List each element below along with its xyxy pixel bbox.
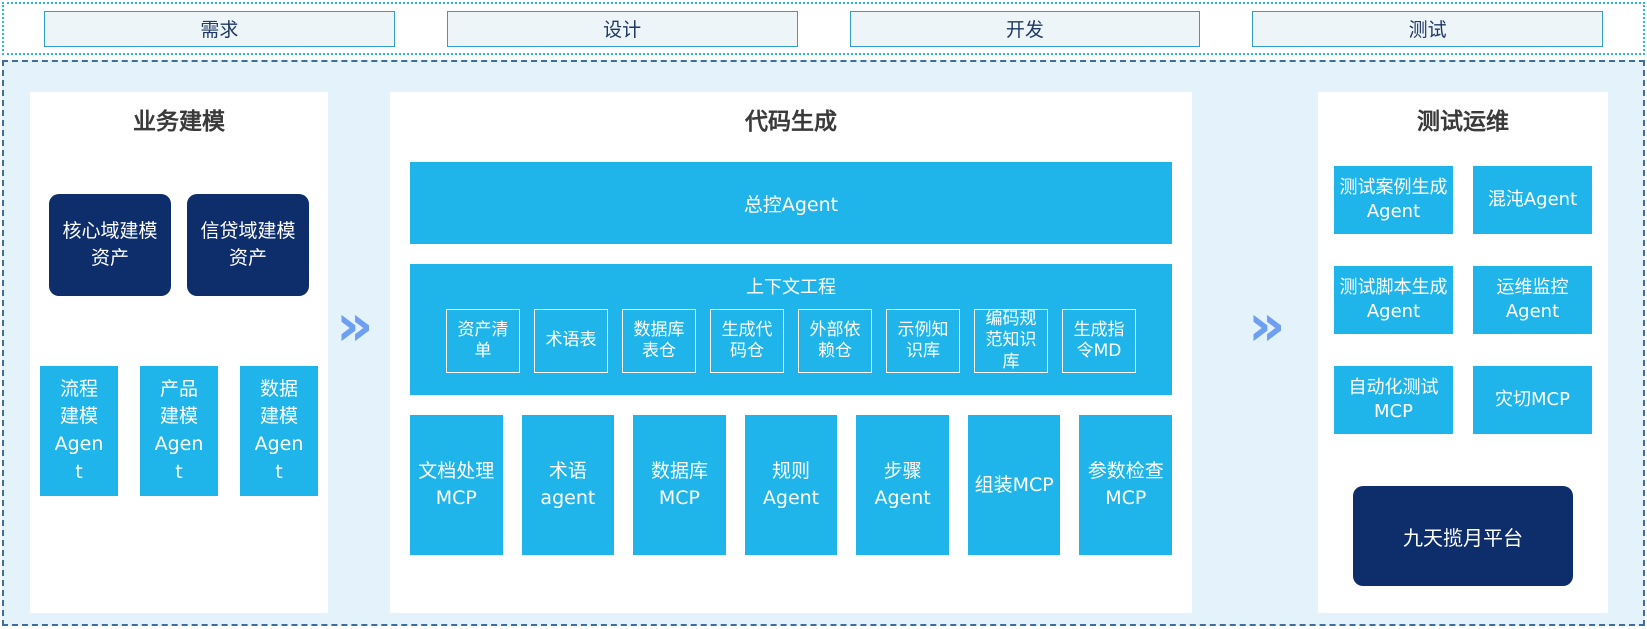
context-item-row: 资产清单 术语表 数据库表仓 生成代码仓 外部依赖仓 示例知识库 编码规范知识库… [410,299,1172,373]
context-item-example-knowledge-base: 示例知识库 [886,309,960,373]
box-data-modeling-agent: 数据建模Agent [240,366,318,496]
box-credit-domain-modeling-assets: 信贷域建模资产 [187,194,309,296]
context-item-glossary: 术语表 [534,309,608,373]
panel-title-test-ops: 测试运维 [1417,109,1509,135]
box-database-mcp: 数据库MCP [633,415,726,555]
panel-code-generation: 代码生成 总控Agent 上下文工程 资产清单 术语表 数据库表仓 生成代码仓 … [390,92,1192,613]
phase-requirements: 需求 [44,10,395,47]
box-core-domain-modeling-assets: 核心域建模资产 [49,194,171,296]
context-item-db-table-repo: 数据库表仓 [622,309,696,373]
double-chevron-icon: » [336,291,374,359]
box-jiutian-lanyue-platform: 九天揽月平台 [1353,486,1573,586]
main-container: 业务建模 核心域建模资产 信贷域建模资产 流程建模Agent 产品建模Agent… [2,60,1645,626]
double-chevron-icon: » [1248,291,1286,359]
phase-bar: 需求 设计 开发 测试 [2,2,1645,55]
box-rule-agent: 规则Agent [744,415,838,555]
box-disaster-switch-mcp: 灾切MCP [1473,366,1592,434]
panel-context-engineering: 上下文工程 资产清单 术语表 数据库表仓 生成代码仓 外部依赖仓 示例知识库 编… [410,264,1172,395]
box-test-script-generation-agent: 测试脚本生成Agent [1334,266,1453,334]
context-item-external-dependency-repo: 外部依赖仓 [798,309,872,373]
box-document-processing-mcp: 文档处理MCP [410,415,503,555]
context-item-generated-code-repo: 生成代码仓 [710,309,784,373]
box-assembly-mcp: 组装MCP [967,415,1061,555]
box-chaos-agent: 混沌Agent [1473,166,1592,234]
box-parameter-check-mcp: 参数检查MCP [1079,415,1173,555]
phase-design: 设计 [446,10,798,47]
context-item-generation-instruction-md: 生成指令MD [1062,309,1136,373]
panel-title-business-modeling: 业务建模 [133,109,225,135]
box-process-modeling-agent: 流程建模Agent [40,366,118,496]
box-step-agent: 步骤Agent [856,415,949,555]
box-product-modeling-agent: 产品建模Agent [140,366,218,496]
context-engineering-title: 上下文工程 [746,277,836,298]
phase-testing: 测试 [1252,10,1603,47]
box-master-control-agent: 总控Agent [410,162,1172,244]
panel-business-modeling: 业务建模 核心域建模资产 信贷域建模资产 流程建模Agent 产品建模Agent… [30,92,328,613]
box-automated-testing-mcp: 自动化测试MCP [1334,366,1453,434]
panel-title-code-generation: 代码生成 [745,109,837,135]
modeling-agent-row: 流程建模Agent 产品建模Agent 数据建模Agent [30,366,328,496]
tool-box-row: 文档处理MCP 术语agent 数据库MCP 规则Agent 步骤Agent 组… [410,415,1173,555]
context-item-coding-standard-knowledge-base: 编码规范知识库 [974,309,1048,373]
box-test-case-generation-agent: 测试案例生成Agent [1334,166,1453,234]
box-terminology-agent: 术语agent [521,415,615,555]
phase-development: 开发 [849,10,1201,47]
context-item-asset-list: 资产清单 [446,309,520,373]
panel-test-ops: 测试运维 测试案例生成Agent 混沌Agent 测试脚本生成Agent 运维监… [1318,92,1608,613]
asset-box-row: 核心域建模资产 信贷域建模资产 [30,194,328,296]
box-ops-monitoring-agent: 运维监控Agent [1473,266,1592,334]
test-ops-grid: 测试案例生成Agent 混沌Agent 测试脚本生成Agent 运维监控Agen… [1334,166,1592,434]
